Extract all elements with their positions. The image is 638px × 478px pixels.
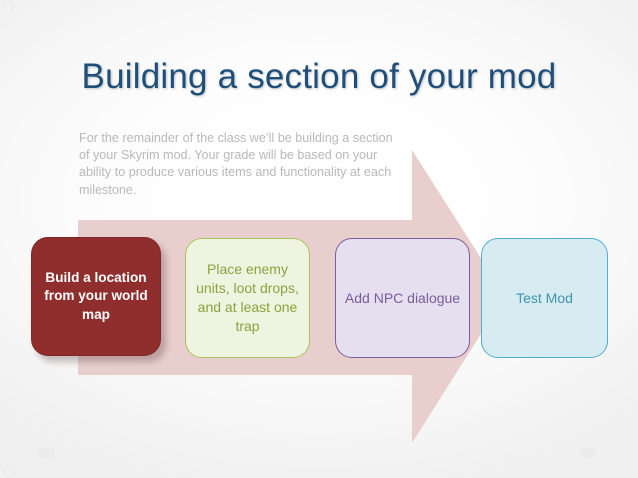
slide-corner-mark [3,2,14,13]
slide-body-text: For the remainder of the class we’ll be … [79,130,393,197]
milestone-label: Build a location from your world map [44,269,148,322]
slide-watermark-mark [580,447,596,458]
milestone-label: Add NPC dialogue [344,289,461,306]
milestone-label: Place enemy units, loot drops, and at le… [196,261,299,334]
milestone-label: Test Mod [516,289,573,306]
milestone-box-npc-dialogue[interactable]: Add NPC dialogue [335,238,470,358]
slide-corner-mark [4,466,15,477]
milestone-box-build-location[interactable]: Build a location from your world map [31,237,161,356]
slide-watermark-mark [38,447,54,458]
page-title: Building a section of your mod [81,57,557,97]
milestone-box-place-enemies[interactable]: Place enemy units, loot drops, and at le… [185,238,310,358]
milestone-box-test-mod[interactable]: Test Mod [481,238,608,358]
